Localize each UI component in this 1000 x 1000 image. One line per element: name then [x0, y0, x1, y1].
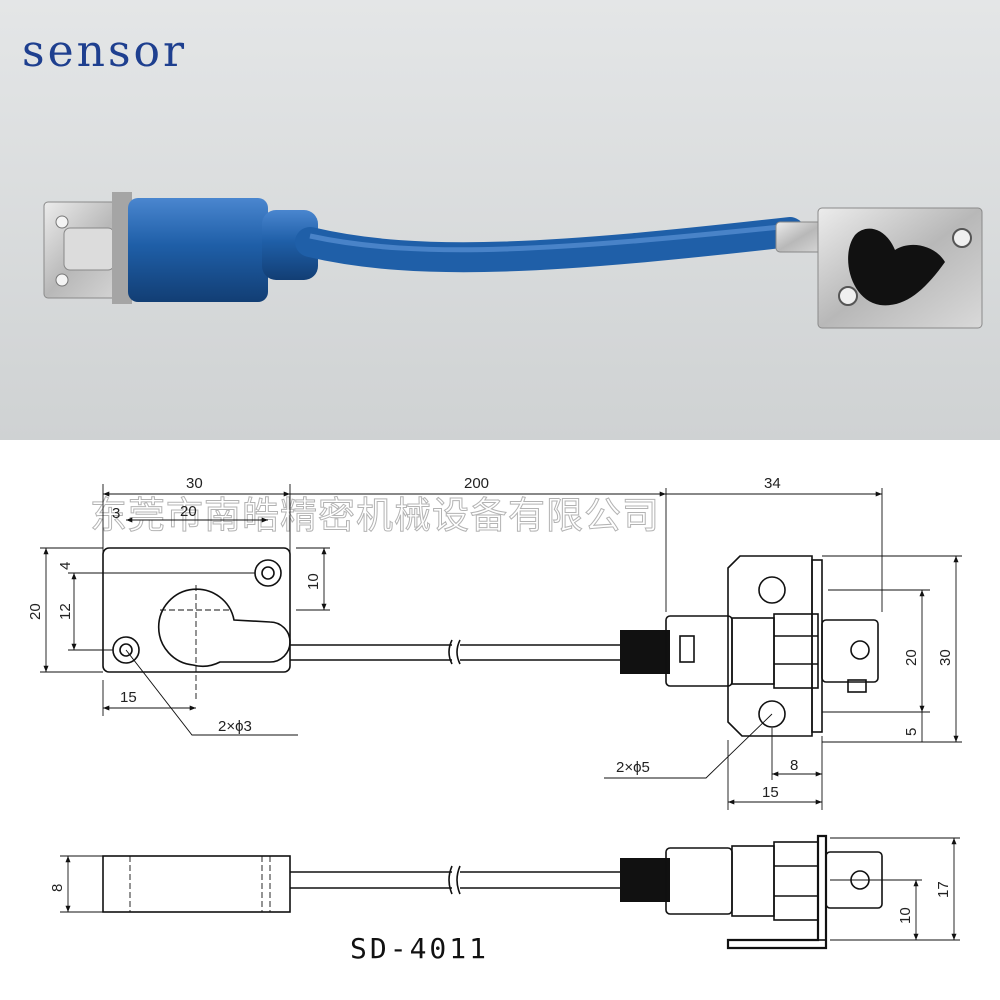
product-photo: sensor	[0, 0, 1000, 440]
top-dimensions: 30 200 34 20 3	[102, 475, 883, 612]
watermark-text: 东莞市南皓精密机械设备有限公司	[90, 494, 660, 537]
dim-top-left: 30	[186, 475, 203, 492]
right-bracket	[817, 207, 983, 329]
dim-right-fifteen: 15	[762, 784, 779, 801]
left-bracket	[43, 192, 132, 304]
dim-side-eight: 8	[49, 884, 66, 892]
left-plate-view: 20 12 4 10 15 2×ϕ3	[27, 547, 330, 736]
dim-left-twenty: 20	[27, 603, 44, 620]
dim-left-four: 4	[57, 562, 74, 570]
dim-left-fifteen: 15	[120, 689, 137, 706]
dim-right-five: 5	[903, 728, 920, 736]
blue-cable	[295, 217, 805, 273]
side-view: 8 10 17	[49, 834, 960, 950]
dim-right-eight: 8	[790, 757, 798, 774]
dim-right-holes: 2×ϕ5	[616, 759, 650, 776]
cable-top-view	[290, 639, 620, 665]
dim-top-right: 34	[764, 475, 781, 492]
model-label: SD-4011	[350, 932, 489, 965]
right-connector-view: 20 30 5 8 15 2×ϕ5	[604, 555, 962, 810]
dim-side-ten: 10	[897, 907, 914, 924]
blue-connector	[128, 198, 318, 302]
dim-top-mid: 200	[464, 475, 489, 492]
dim-left-ten: 10	[305, 573, 322, 590]
dim-left-twelve: 12	[57, 603, 74, 620]
dim-right-thirty: 30	[937, 649, 954, 666]
dim-left-holes: 2×ϕ3	[218, 718, 252, 735]
brand-text: sensor	[22, 26, 187, 77]
dim-right-twenty: 20	[903, 649, 920, 666]
dim-side-seventeen: 17	[935, 881, 952, 898]
dim-hole-span: 20	[180, 503, 197, 520]
technical-drawing: 东莞市南皓精密机械设备有限公司 30 200 34 20 3	[27, 475, 962, 965]
dim-left-three: 3	[112, 505, 120, 522]
